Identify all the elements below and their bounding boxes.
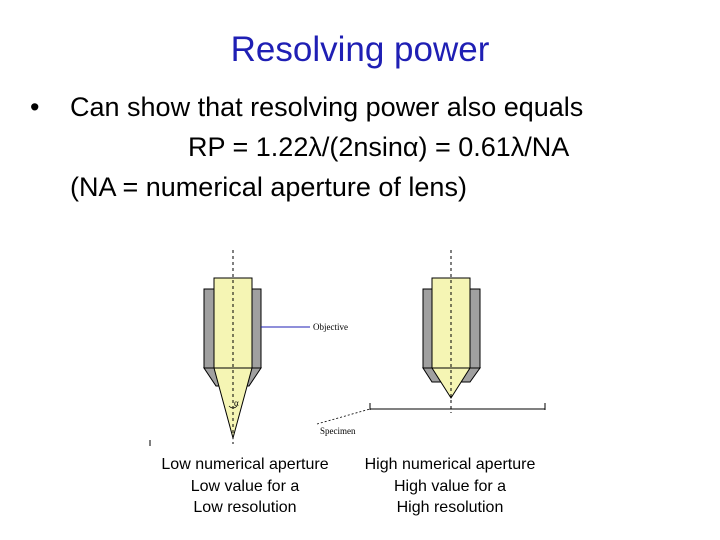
high-na-objective xyxy=(369,250,546,413)
left-alpha-arc xyxy=(228,405,238,409)
bullet-text: Can show that resolving power also equal… xyxy=(70,92,584,122)
left-caption-resolution: Low resolution xyxy=(193,499,297,516)
bullet-icon: • xyxy=(30,92,40,122)
formula-text: RP = 1.22λ/(2nsinα) = 0.61λ/NA xyxy=(188,132,570,162)
left-caption-aperture: Low numerical aperture xyxy=(161,456,329,473)
low-na-objective: α xyxy=(149,250,262,446)
objective-diagram: α Objective Specimen xyxy=(149,250,546,446)
bullet-point: • Can show that resolving power also equa… xyxy=(30,92,583,123)
left-light-cone xyxy=(213,367,253,440)
specimen-label: Specimen xyxy=(320,426,356,436)
right-caption-aperture: High numerical aperture xyxy=(364,456,536,473)
specimen-leader-line xyxy=(316,408,371,425)
left-caption-value: Low value for a xyxy=(190,478,300,495)
left-alpha-label: α xyxy=(234,398,239,408)
right-caption-value: High value for a xyxy=(393,478,507,495)
na-definition: (NA = numerical aperture of lens) xyxy=(70,172,467,202)
right-caption-resolution: High resolution xyxy=(396,499,504,516)
objective-label: Objective xyxy=(313,322,348,332)
slide-title: Resolving power xyxy=(230,30,490,69)
